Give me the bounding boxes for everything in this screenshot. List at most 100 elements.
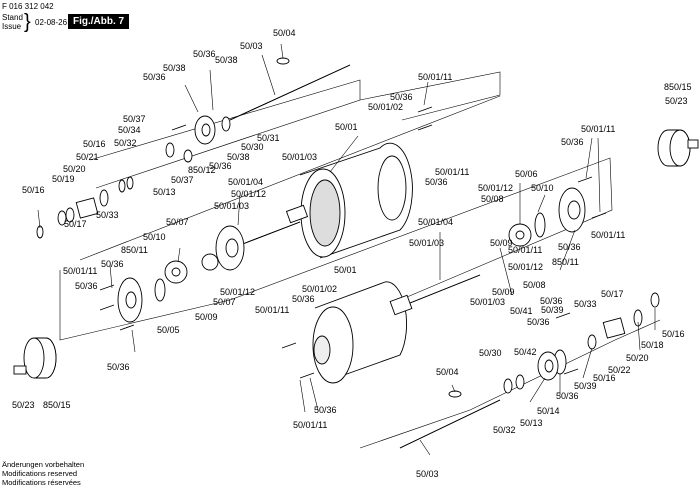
callout-label: 50/36 [292,294,315,304]
callout-label: 50/38 [163,63,186,73]
callout-label: 50/17 [601,289,624,299]
callout-label: 50/16 [593,373,616,383]
callout-label: 50/39 [574,381,597,391]
callout-label: 50/08 [523,280,546,290]
callout-label: 50/16 [22,185,45,195]
callout-label: 50/36 [425,177,448,187]
callout-label: 50/34 [118,125,141,135]
callout-label: 50/18 [641,340,664,350]
doc-number: F 016 312 042 [2,2,54,11]
callout-label: 50/20 [63,164,86,174]
callout-label: 50/30 [479,348,502,358]
footer-notes: Änderungen vorbehalten Modifications res… [2,460,84,487]
callout-label: 50/36 [390,92,413,102]
leader-lines [37,43,656,456]
callout-label: 50/01/12 [478,183,514,193]
top-right-wheel [657,129,699,167]
callout-label: 50/01/03 [470,297,506,307]
callout-label: 50/04 [273,28,296,38]
upper-right-frame [359,71,501,121]
callout-label: 50/10 [531,183,554,193]
callout-label: 50/13 [520,418,543,428]
callout-label: 50/01 [334,265,357,275]
callout-label: 50/33 [574,299,597,309]
callout-label: 50/32 [493,425,516,435]
callout-label: 50/38 [215,55,238,65]
callout-label: 50/01/11 [63,266,98,276]
callout-label: 50/19 [52,174,75,184]
callout-label: 50/42 [514,347,537,357]
issue-date: 02-08-26 [35,18,68,27]
upper-shaft [229,57,351,121]
lower-inner-shaft [389,274,481,316]
callout-label: 50/17 [64,219,87,229]
callout-label: 50/14 [537,406,560,416]
lower-shaft [399,390,501,449]
left-gear-50-05 [164,260,188,284]
callout-label: 50/36 [540,296,563,306]
callout-label: 50/36 [556,391,579,401]
right-gear-50-06 [508,223,532,247]
callout-label: 50/03 [240,41,263,51]
callout-label: 50/01/11 [293,420,328,430]
callout-label: 50/23 [665,96,688,106]
callout-label: 50/01/11 [591,230,626,240]
callout-label: 50/01/02 [368,102,404,112]
callout-label: 50/07 [166,217,189,227]
callout-label: 850/11 [121,245,148,255]
callout-label: 50/30 [241,142,264,152]
callout-label: 50/36 [193,49,216,59]
right-flange-850-11 [534,187,586,238]
issue-label: Issue [2,22,22,31]
callout-label: 50/03 [416,469,439,479]
callout-label: 50/36 [143,72,166,82]
upper-inner-shaft [239,204,309,246]
callout-label: 50/01/11 [508,245,543,255]
lower-frame [59,270,231,341]
callout-label: 850/15 [43,400,71,410]
callout-label: 50/20 [626,353,649,363]
callout-label: 50/08 [481,194,504,204]
callout-label: 50/01/11 [435,167,470,177]
callout-label: 50/36 [75,281,98,291]
callout-label: 50/09 [492,287,515,297]
callout-label: 50/05 [157,325,180,335]
upper-cap-flange [165,115,231,163]
bottom-left-wheel [13,337,57,379]
stand-label: Stand [2,13,23,22]
callout-label: 50/21 [76,152,99,162]
center-frame-top [79,95,501,261]
callout-label: 50/01/04 [418,217,454,227]
callout-label: 50/32 [114,138,137,148]
callout-label: 50/37 [123,114,146,124]
callout-label: 850/12 [188,165,216,175]
lower-motor-cylinder [312,281,408,384]
callout-label: 50/09 [195,312,218,322]
callout-label: 50/01/03 [282,152,318,162]
upper-gear-50-07 [201,253,219,271]
callout-label: 850/15 [664,82,692,92]
callout-label: 850/11 [552,257,579,267]
callout-label: 50/36 [527,317,550,327]
footer-line-en: Modifications reserved [2,469,78,478]
center-frame-bottom [229,157,613,301]
upper-motor-cylinder [299,142,413,259]
callout-label: 50/09 [490,238,513,248]
callout-label: 50/10 [143,232,166,242]
callout-label: 50/01/03 [214,201,250,211]
footer-line-de: Änderungen vorbehalten [2,460,85,469]
callout-label: 50/22 [608,365,631,375]
callout-label: 50/39 [541,305,564,315]
callout-label: 50/01/02 [302,284,338,294]
callout-label: 50/01/11 [255,305,290,315]
callout-label: 50/04 [436,367,459,377]
callout-label: 50/16 [83,139,106,149]
screw-set [99,106,607,379]
callout-label: 50/16 [662,329,685,339]
left-bearing-stack [36,176,134,239]
callout-label: 50/01/12 [508,262,544,272]
callout-label: 50/01/12 [220,287,256,297]
callout-label: 50/01/11 [581,124,616,134]
callout-label: 50/36 [101,259,124,269]
